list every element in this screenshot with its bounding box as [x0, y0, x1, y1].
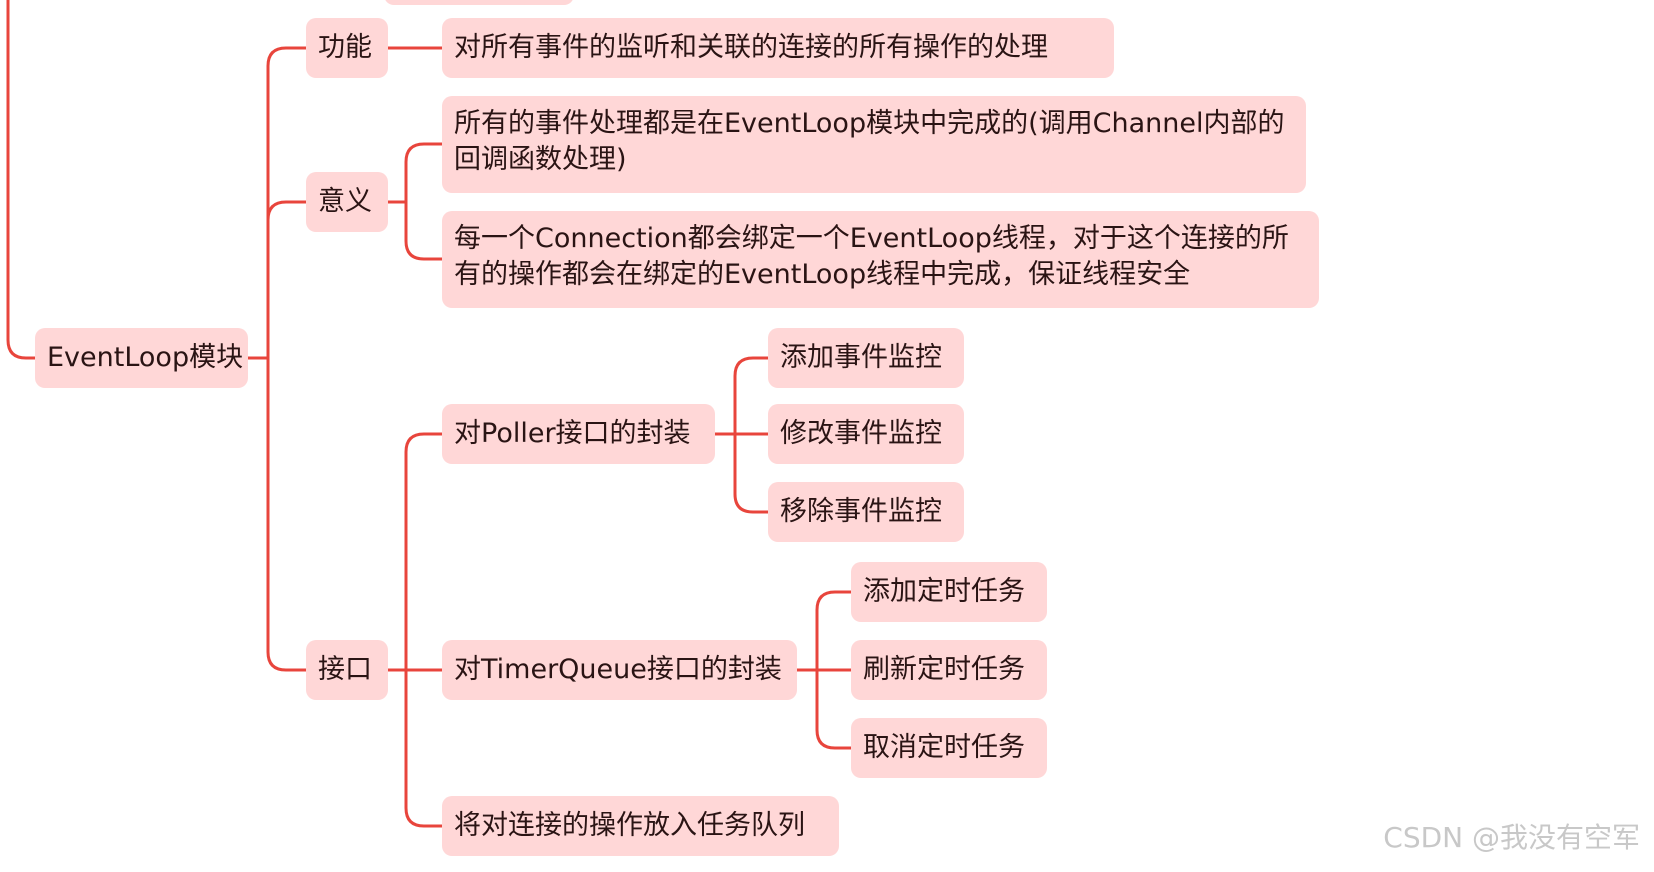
- leaf-node-remove-event-monitor[interactable]: 移除事件监控: [768, 482, 964, 542]
- leaf-node-function-desc[interactable]: 对所有事件的监听和关联的连接的所有操作的处理: [442, 18, 1114, 78]
- leaf-node-add-event-monitor[interactable]: 添加事件监控: [768, 328, 964, 388]
- partial-node-top-cutoff: [385, 0, 573, 5]
- node-timerqueue-wrapper[interactable]: 对TimerQueue接口的封装: [442, 640, 797, 700]
- branch-node-function[interactable]: 功能: [306, 18, 388, 78]
- leaf-node-modify-event-monitor[interactable]: 修改事件监控: [768, 404, 964, 464]
- link-meaning-event-handling: [386, 142, 444, 204]
- leaf-node-refresh-timer-task[interactable]: 刷新定时任务: [851, 640, 1047, 700]
- node-poller-wrapper[interactable]: 对Poller接口的封装: [442, 404, 715, 464]
- leaf-node-add-timer-task[interactable]: 添加定时任务: [851, 562, 1047, 622]
- link-from-parent-to-root: [6, 0, 37, 360]
- link-root-function: [246, 46, 308, 360]
- link-meaning-thread-binding: [386, 200, 444, 261]
- link-poller-remove: [713, 432, 770, 514]
- leaf-node-meaning-event-handling[interactable]: 所有的事件处理都是在EventLoop模块中完成的(调用Channel内部的回调…: [442, 96, 1306, 193]
- link-interface-queue: [386, 668, 444, 828]
- link-interface-poller: [386, 432, 444, 672]
- root-node-eventloop[interactable]: EventLoop模块: [35, 328, 248, 388]
- link-root-interface: [246, 356, 308, 672]
- link-root-meaning: [246, 200, 308, 360]
- leaf-node-task-queue[interactable]: 将对连接的操作放入任务队列: [442, 796, 839, 856]
- link-timer-cancel: [795, 668, 853, 750]
- leaf-node-cancel-timer-task[interactable]: 取消定时任务: [851, 718, 1047, 778]
- branch-node-interface[interactable]: 接口: [306, 640, 388, 700]
- watermark-text: CSDN @我没有空军: [1383, 821, 1640, 854]
- leaf-node-meaning-thread-binding[interactable]: 每一个Connection都会绑定一个EventLoop线程，对于这个连接的所有…: [442, 211, 1319, 308]
- link-timer-add: [795, 590, 853, 672]
- link-poller-add: [713, 356, 770, 436]
- branch-node-meaning[interactable]: 意义: [306, 172, 388, 232]
